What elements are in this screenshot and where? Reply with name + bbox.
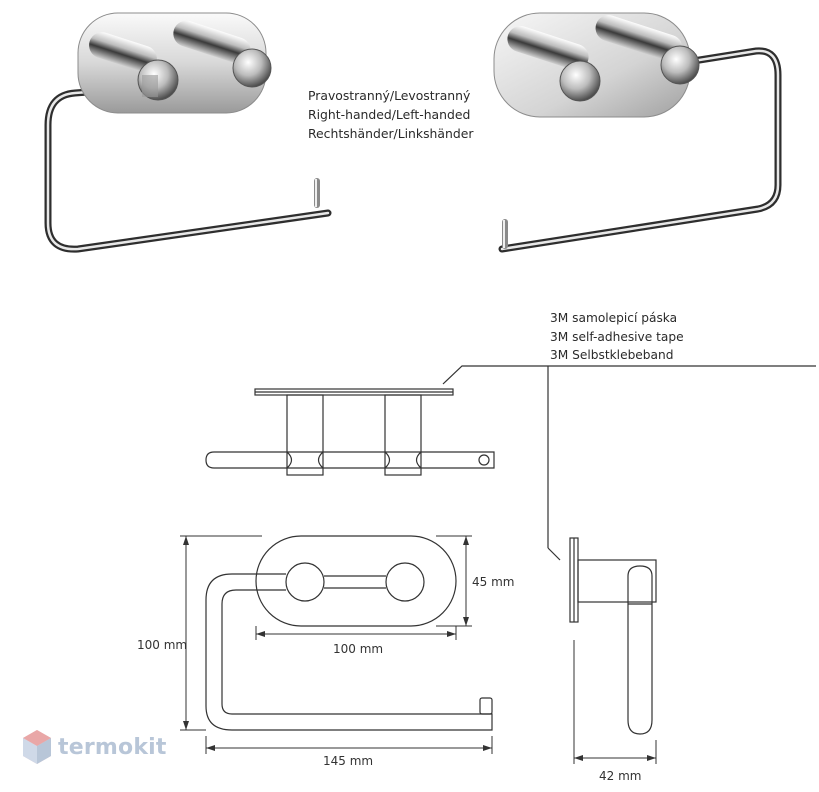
termokit-watermark: termokit [22, 726, 167, 768]
dim-total-width: 145 mm [323, 754, 374, 768]
adhesive-tape-label: 3M samolepicí páska 3M self-adhesive tap… [550, 309, 684, 365]
product-photo-right-handed [44, 12, 332, 253]
tape-label-de: 3M Selbstklebeband [550, 348, 674, 362]
front-view [205, 535, 493, 731]
side-view [569, 537, 657, 735]
tape-leader-line [442, 365, 816, 561]
termokit-logo-icon [23, 730, 51, 764]
brand-name: termokit [58, 734, 167, 760]
caption-line-de: Rechtshänder/Linkshänder [308, 126, 474, 141]
top-view [205, 388, 495, 476]
dim-depth: 42 mm [599, 769, 642, 783]
product-photo-left-handed [493, 12, 782, 253]
handedness-caption: Pravostranný/Levostranný Right-handed/Le… [308, 86, 473, 143]
caption-line-en: Right-handed/Left-handed [308, 107, 471, 122]
dim-plate-height: 45 mm [472, 575, 515, 589]
dim-plate-width: 100 mm [333, 642, 384, 656]
dimension-arrows [183, 536, 656, 761]
caption-line-cz: Pravostranný/Levostranný [308, 88, 471, 103]
dimension-lines [180, 535, 657, 764]
dim-height-total: 100 mm [137, 638, 188, 652]
tape-label-cz: 3M samolepicí páska [550, 311, 678, 325]
tape-label-en: 3M self-adhesive tape [550, 329, 684, 344]
